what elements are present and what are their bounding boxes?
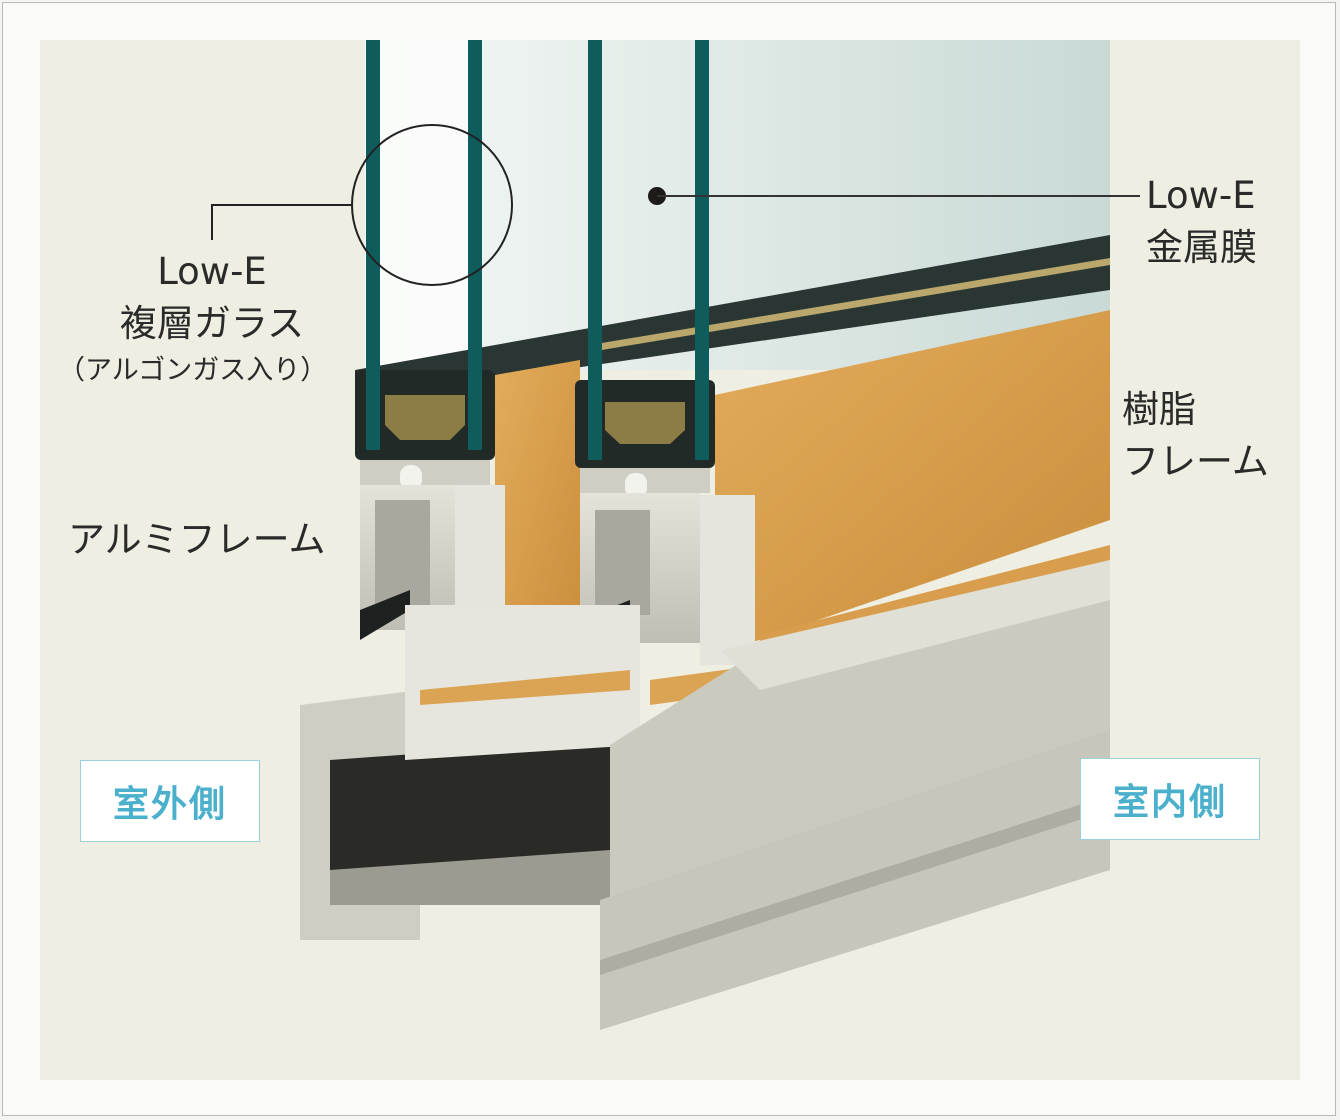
glass-edges [366,40,709,460]
tag-outdoor-side: 室外側 [80,760,260,842]
spacer-desiccant-outdoor [385,395,465,440]
tag-indoor-side: 室内側 [1080,758,1260,840]
label-lowe-glass: Low-E 複層ガラス [96,246,328,350]
aluminum-lower-frame [300,560,1110,1030]
label-resin-frame-line2: フレーム [1122,440,1269,483]
label-resin-frame: 樹脂 フレーム [1122,384,1269,488]
label-lowe-glass-line3: （アルゴンガス入り） [58,355,328,386]
label-aluminum-frame: アルミフレーム [68,518,326,561]
label-resin-frame-line1: 樹脂 [1122,388,1196,431]
callout-lowe-film [648,187,1140,205]
label-lowe-glass-line2: 複層ガラス [119,302,305,345]
indoor-aluminum-sash [575,380,715,650]
label-lowe-film: Low-E 金属膜 [1146,170,1257,274]
spacer-desiccant-indoor [605,402,685,444]
label-lowe-glass-line1: Low-E [157,250,267,293]
callout-leader-left [211,204,352,240]
callout-lowe-glass [211,124,513,286]
sash-top-edge [355,235,1110,400]
lower-resin-insert-outdoor [420,670,630,705]
label-lowe-film-line1: Low-E [1146,174,1256,217]
label-lowe-film-line2: 金属膜 [1146,226,1257,269]
